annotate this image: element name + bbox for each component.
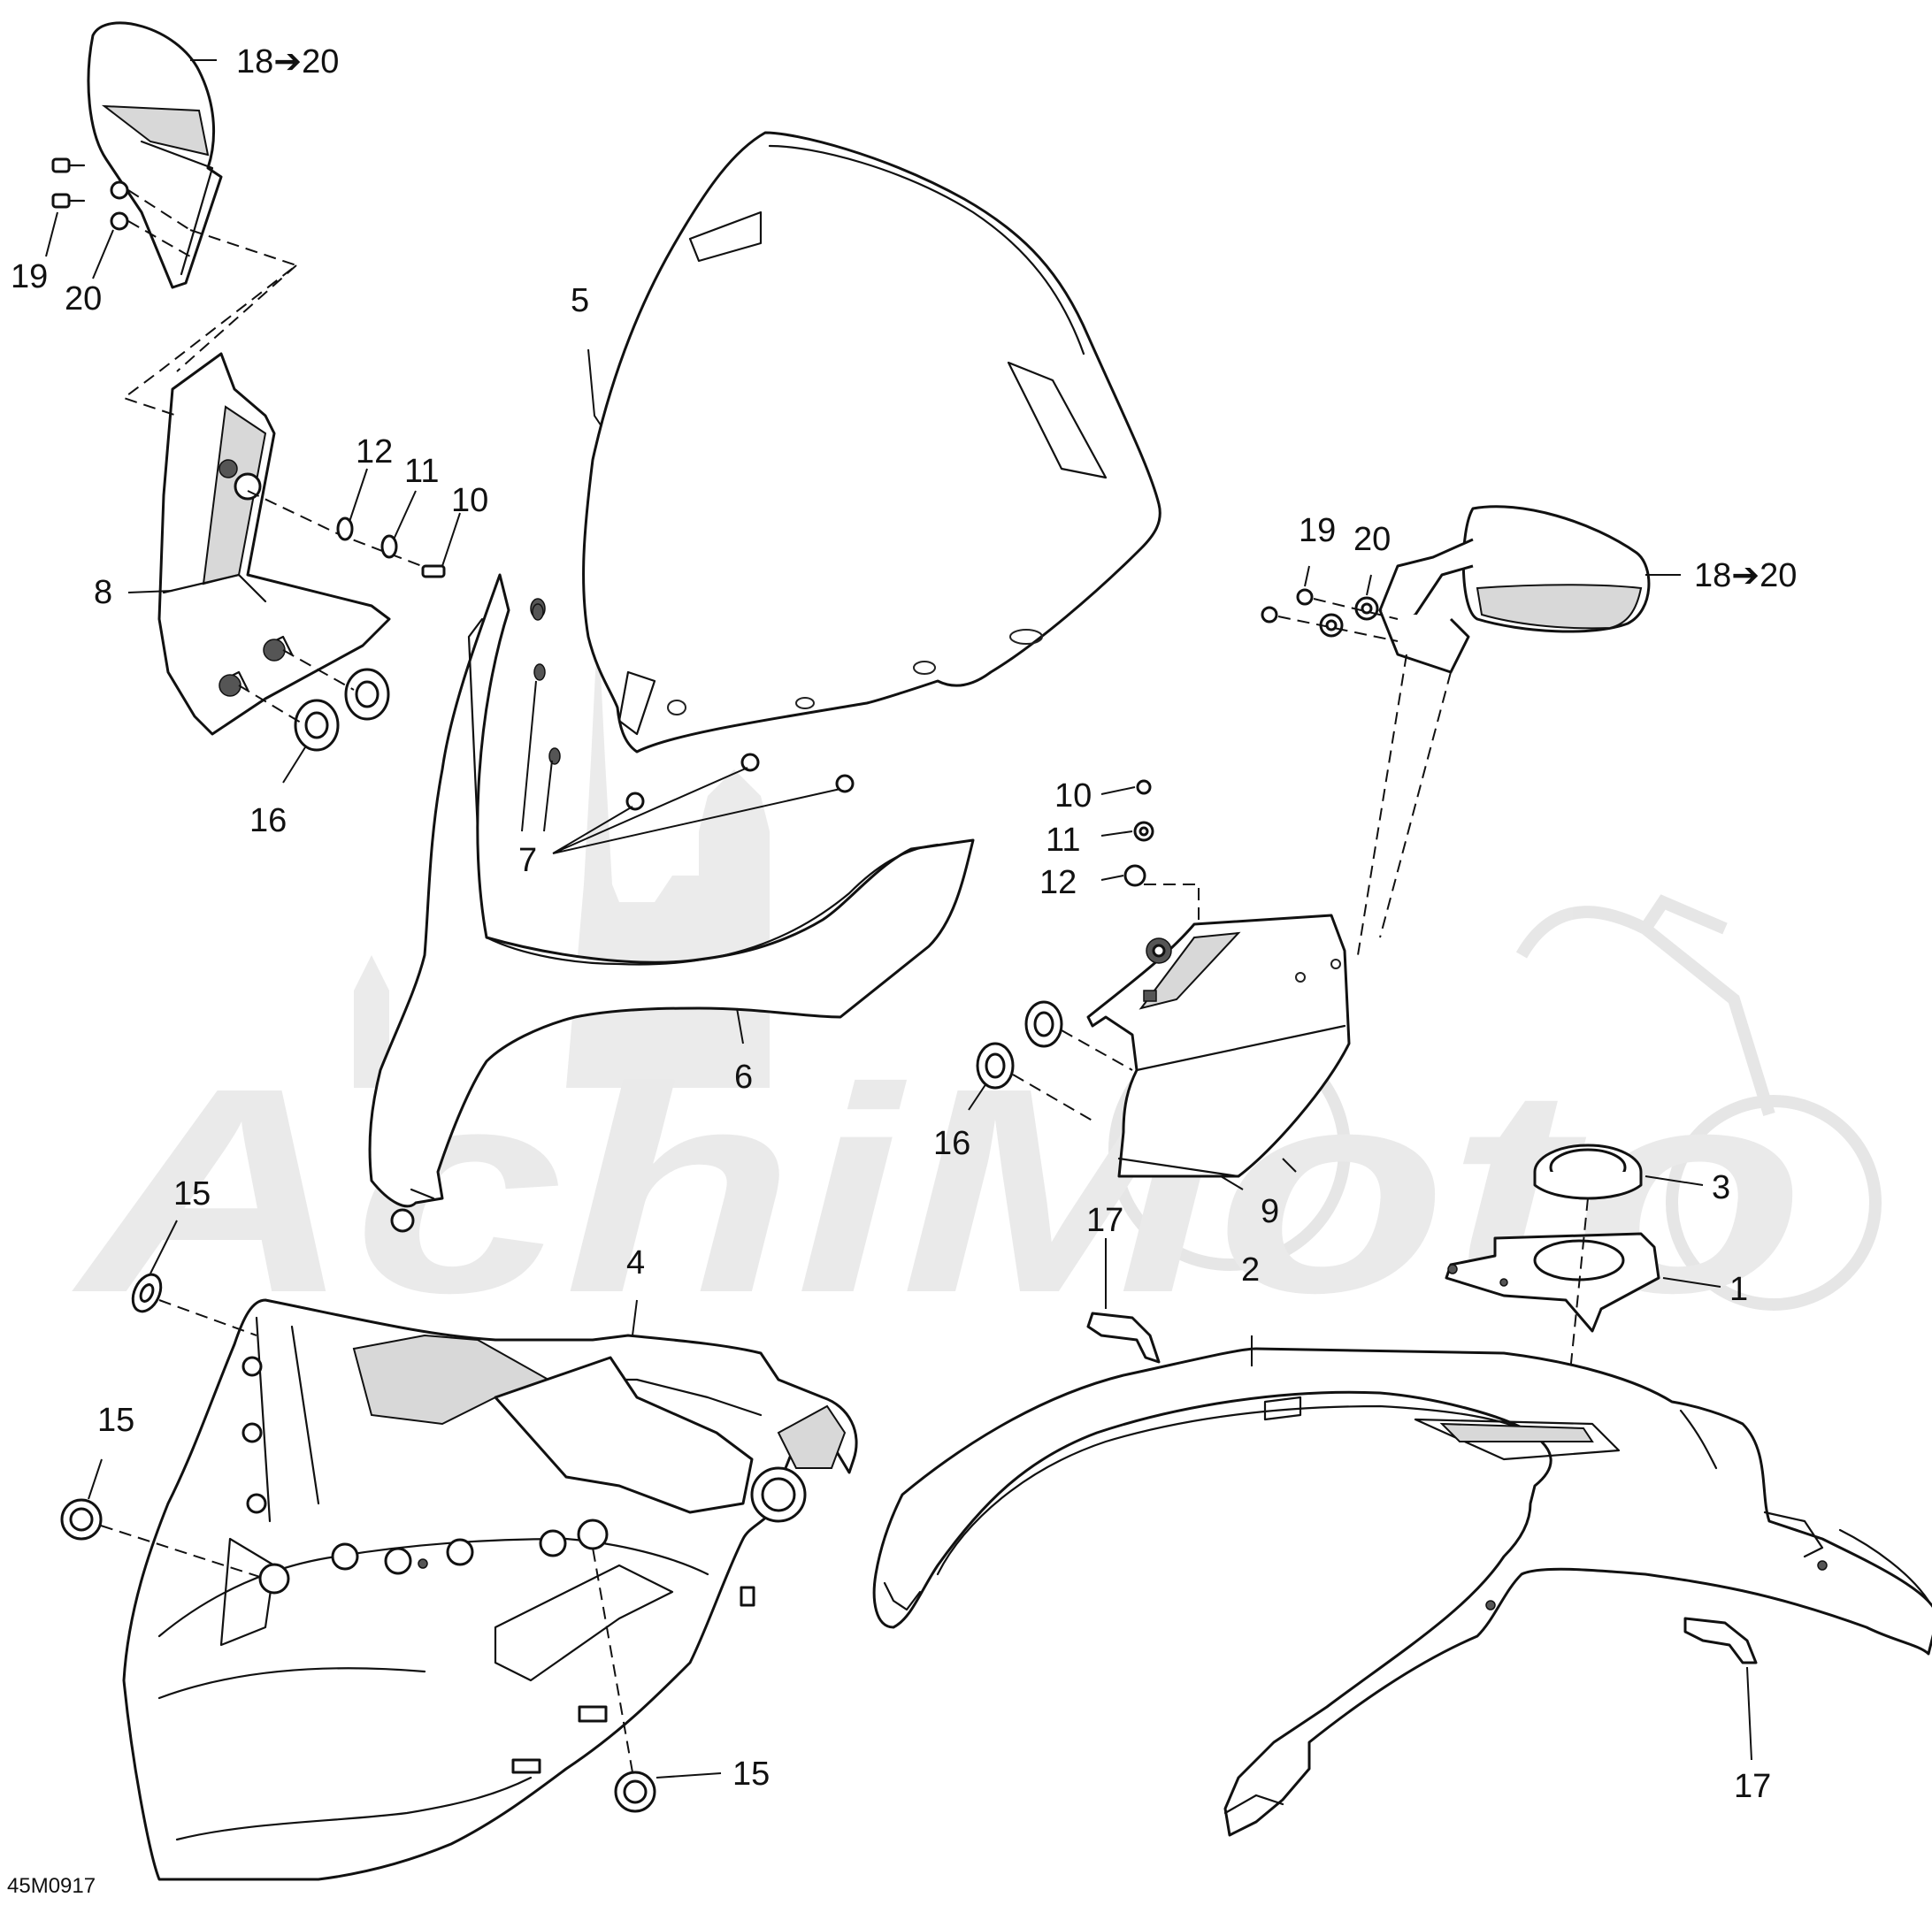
watermark-text: AchiMoto	[68, 1027, 1805, 1353]
bracket-left	[157, 352, 391, 736]
callout-windshield-5: 5	[571, 282, 589, 319]
hardware-right-top	[1261, 565, 1399, 642]
callout-grommet-15-top: 15	[173, 1175, 211, 1213]
housing-4	[122, 1298, 858, 1881]
callout-grommet-16-left: 16	[249, 802, 287, 839]
washer-12-left	[336, 516, 354, 541]
grommet-15-bottom	[592, 1547, 722, 1813]
callout-screw-10-right: 10	[1054, 777, 1092, 815]
hardware-right-mid	[1100, 779, 1200, 929]
fairing-2	[872, 1335, 1932, 1837]
windshield	[582, 131, 1162, 754]
washer-20-left-a	[110, 180, 129, 200]
screw-19-left-a	[51, 157, 71, 173]
callout-bracket-9: 9	[1261, 1193, 1279, 1230]
callout-nut-7: 7	[518, 842, 537, 879]
callout-washer-20-left: 20	[65, 280, 102, 318]
leader-lines	[45, 59, 1681, 1173]
callout-grommet-16-right: 16	[933, 1125, 970, 1162]
callout-screw-10-left: 10	[451, 482, 488, 519]
seal-3	[1533, 1144, 1704, 1200]
callout-grommet-15-mid: 15	[97, 1402, 134, 1439]
watermark: AchiMoto	[68, 619, 1882, 1353]
screw-10-left	[421, 564, 446, 578]
drawing-code: 45M0917	[7, 1874, 96, 1898]
hardware-left-mid	[247, 468, 461, 578]
callout-clip-17-top: 17	[1086, 1202, 1123, 1239]
mirror-left	[87, 21, 223, 289]
hardware-left-top	[51, 157, 191, 257]
callout-screw-19-right: 19	[1299, 512, 1336, 549]
callout-mirror-right: 18➔20	[1694, 557, 1797, 594]
callout-washer-12-left: 12	[356, 433, 393, 471]
callout-washer-11-right: 11	[1046, 822, 1080, 859]
callout-labels: 18➔20 19 20 5 12 11 10 8 16 7 6 19 20 18…	[7, 43, 1797, 1898]
grommet-15-mid	[60, 1458, 266, 1580]
clip-17-bottom	[1683, 1617, 1758, 1761]
callout-fairing-2: 2	[1241, 1251, 1260, 1289]
callout-panel-6: 6	[734, 1059, 753, 1096]
grommet-15-top	[131, 1220, 257, 1336]
callout-plate-1: 1	[1729, 1271, 1748, 1308]
bracket-right	[1086, 914, 1351, 1178]
grommets-16-left	[238, 649, 390, 784]
dashed-mirror-to-bracket-right	[1357, 654, 1452, 956]
clip-17-top	[1086, 1238, 1161, 1364]
callout-clip-17-bottom: 17	[1734, 1768, 1771, 1805]
callout-seal-3: 3	[1712, 1169, 1730, 1206]
grommets-16-right	[968, 1000, 1244, 1190]
mirror-right	[1378, 505, 1651, 674]
plate-1	[1445, 1232, 1721, 1333]
washer-11-left	[380, 534, 398, 559]
callout-washer-12-right: 12	[1039, 864, 1077, 901]
callout-mirror-left: 18➔20	[236, 43, 339, 80]
callout-housing-4: 4	[626, 1244, 645, 1281]
callout-grommet-15-bottom: 15	[732, 1756, 770, 1793]
callout-washer-20-right: 20	[1353, 521, 1391, 558]
callout-bracket-8: 8	[94, 574, 112, 611]
callout-screw-19-left: 19	[11, 258, 48, 295]
washer-20-left-b	[110, 211, 129, 231]
screw-19-left-b	[51, 193, 71, 209]
dashed-mirror-to-bracket-left	[121, 229, 299, 417]
callout-washer-11-left: 11	[404, 453, 439, 490]
nuts-7	[521, 603, 855, 854]
